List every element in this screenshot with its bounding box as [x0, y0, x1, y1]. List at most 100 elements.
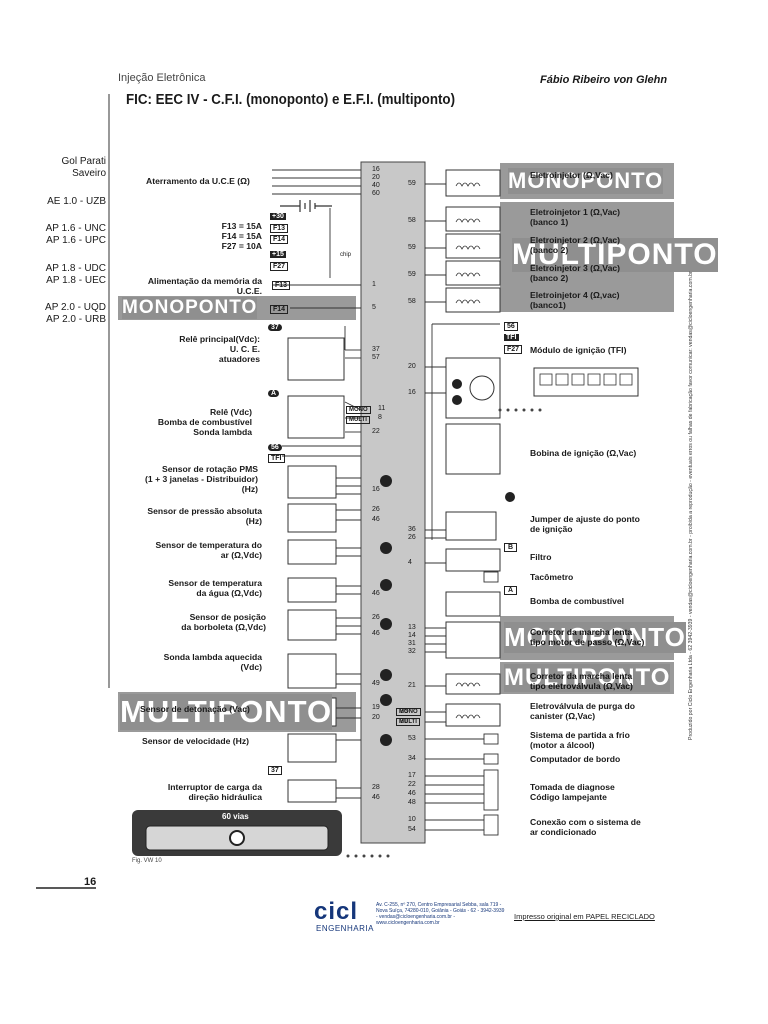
ecu-pin-right: 54 — [408, 826, 416, 833]
tag-multi: MULTI — [346, 416, 370, 424]
tag-mono: MONO — [346, 406, 371, 414]
label-speed: Sensor de velocidade (Hz) — [142, 736, 249, 746]
fuse-line: F14 = 15A — [221, 231, 262, 241]
label-line: Alimentação da memória da — [147, 276, 262, 286]
label-filter: Filtro — [530, 552, 552, 562]
model-gol: Gol Parati Saveiro — [36, 156, 106, 180]
ecu-pin-left: 16 — [372, 166, 380, 173]
label-line: tipo eletroválvula (Ω,Vac) — [530, 681, 633, 691]
bottom-dots — [346, 408, 542, 858]
connector-screw — [229, 830, 245, 846]
connector-label: 60 vias — [222, 812, 249, 821]
label-air-temp: Sensor de temperatura do ar (Ω,Vdc) — [128, 540, 263, 560]
ecu-pin-right: 53 — [408, 735, 416, 742]
label-lambda: Sonda lambda aquecida (Vdc) — [128, 652, 262, 672]
transistor-symbol — [469, 375, 495, 401]
tag-tfi-left: TFI — [268, 454, 285, 463]
label-line: Eletroinjetor 2 (Ω,Vac) — [530, 235, 620, 245]
model-ap18: AP 1.8 - UDC AP 1.8 - UEC — [36, 263, 106, 287]
label-fuses: F13 = 15A F14 = 15A F27 = 10A — [190, 221, 262, 251]
label-line: (1 + 3 janelas - Distribuidor) — [145, 474, 258, 484]
tag-chip: chip — [340, 252, 352, 258]
small-terminals — [483, 571, 499, 836]
label-injector: Eletroinjetor (Ω,Vac) — [530, 170, 613, 180]
tag-tfi-right: TFI — [504, 334, 519, 341]
label-line: de ignição — [530, 524, 573, 534]
ecu-pin-right: 4 — [408, 559, 412, 566]
ecu-pin-right: 20 — [408, 363, 416, 370]
label-line: ar (Ω,Vdc) — [220, 550, 262, 560]
label-line: U.C.E. — [236, 286, 262, 296]
label-line: Sensor de pressão absoluta — [147, 506, 262, 516]
band-label-multi-right-low: MULTIPONTO — [504, 664, 671, 692]
label-line: (Hz) — [245, 516, 262, 526]
ecu-pin-left: 16 — [372, 486, 380, 493]
label-line: Corretor da marcha lenta — [530, 627, 633, 637]
tfi-connector-pins — [539, 373, 633, 386]
label-ac: Conexão com o sistema de ar condicionado — [530, 817, 641, 837]
page-title: FIC: EEC IV - C.F.I. (monoponto) e E.F.I… — [126, 92, 456, 108]
model-ap16: AP 1.6 - UNC AP 1.6 - UPC — [36, 223, 106, 247]
tag-56-right: 56 — [504, 322, 518, 331]
ecu-pin-left: 46 — [372, 590, 380, 597]
tag-multi-canister: MULTI — [396, 718, 420, 726]
label-line: Código lampejante — [530, 792, 607, 802]
label-line: Relê principal(Vdc): — [179, 334, 260, 344]
model-line: AP 1.8 - UEC — [46, 275, 106, 286]
ecu-pin-left: 20 — [372, 174, 380, 181]
ecu-pin-left: 8 — [378, 414, 382, 421]
tag-56: 56 — [268, 444, 282, 451]
label-line: Sensor de temperatura do — [155, 540, 263, 550]
label-line: Eletroinjetor 1 (Ω,Vac) — [530, 207, 620, 217]
label-line: Tomada de diagnose — [530, 782, 615, 792]
ecu-pin-left: 5 — [372, 304, 376, 311]
label-trip-computer: Computador de bordo — [530, 754, 621, 764]
label-pump-relay: Relê (Vdc) Bomba de combustível Sonda la… — [140, 407, 252, 437]
tag-f27: F27 — [270, 262, 289, 271]
label-line: Conexão com o sistema de — [530, 817, 641, 827]
label-memory: Alimentação da memória da U.C.E. — [126, 276, 262, 296]
model-line: Gol Parati — [61, 156, 106, 167]
company-logo-sub: ENGENHARIA — [316, 924, 374, 933]
fuse-line: F13 = 15A — [221, 221, 262, 231]
label-line: (banco 2) — [530, 273, 569, 283]
label-line: (banco1) — [530, 300, 566, 310]
tag-A: A — [268, 390, 280, 397]
tag-37: 37 — [268, 324, 282, 331]
model-line: AP 1.8 - UDC — [45, 263, 106, 274]
label-line: Sensor de temperatura — [168, 578, 262, 588]
left-boxes — [287, 337, 345, 803]
label-tach: Tacômetro — [530, 572, 574, 582]
label-line: tipo motor de passo (Ω,Vac) — [530, 637, 645, 647]
ecu-pin-left: 26 — [372, 614, 380, 621]
label-water-temp: Sensor de temperatura da água (Ω,Vdc) — [128, 578, 262, 598]
band-label-multi-right: MULTIPONTO — [512, 238, 718, 272]
label-line: ar condicionado — [530, 827, 597, 837]
band-label-mono-right: MONOPONTO — [508, 168, 664, 194]
label-idle-valve: Corretor da marcha lenta tipo eletroválv… — [530, 671, 633, 691]
label-line: Eletroinjetor 4 (Ω,vac) — [530, 290, 620, 300]
pin-bubbles — [380, 379, 515, 746]
ecu-pin-right: 26 — [408, 534, 416, 541]
label-line: (banco 1) — [530, 217, 569, 227]
ecu-pin-left: 49 — [372, 680, 380, 687]
tag-plus15: +15 — [270, 251, 286, 258]
ecu-box — [360, 161, 426, 844]
label-line: (Vdc) — [240, 662, 262, 672]
tag-37-low: 37 — [268, 766, 282, 775]
section-title: Injeção Eletrônica — [118, 72, 206, 84]
label-injector-2: Eletroinjetor 2 (Ω,Vac) (banco 2) — [530, 235, 620, 255]
label-line: Bomba de combustível — [157, 417, 252, 427]
model-line: AP 1.6 - UNC — [45, 223, 106, 234]
ecu-pin-right: 17 — [408, 772, 416, 779]
ecu-pin-left: 46 — [372, 794, 380, 801]
label-line: Sonda lambda — [193, 427, 252, 437]
label-tfi: Módulo de ignição (TFI) — [530, 345, 627, 355]
tag-B: B — [504, 543, 518, 552]
ecu-pin-right: 59 — [408, 244, 416, 251]
tag-f13-memory: F13 — [272, 281, 291, 290]
ecu-pin-right: 58 — [408, 217, 416, 224]
model-line: Saveiro — [72, 168, 106, 179]
label-line: U. C. E. — [229, 344, 260, 354]
